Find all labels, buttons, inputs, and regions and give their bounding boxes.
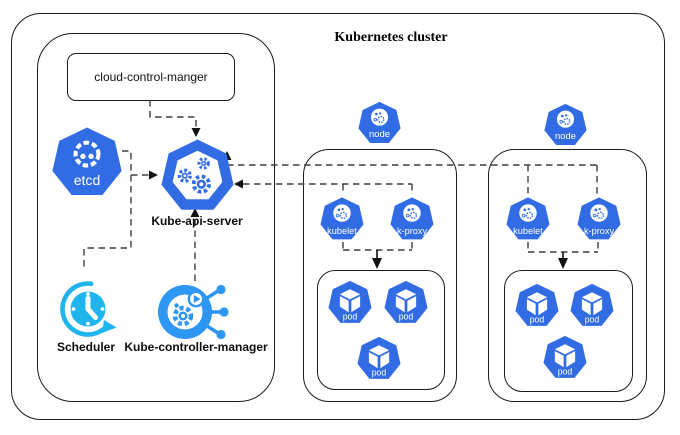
pod-icon: pod bbox=[570, 283, 614, 326]
node-icon: node bbox=[544, 103, 587, 145]
controller-manager-icon bbox=[158, 284, 229, 340]
pod-label: pod bbox=[372, 368, 387, 378]
cluster-boundary-box bbox=[11, 13, 665, 420]
kproxy-label: k-proxy bbox=[584, 226, 615, 236]
node-label: node bbox=[369, 129, 390, 140]
api-server-icon bbox=[161, 139, 234, 210]
pod-icon: pod bbox=[515, 283, 559, 326]
pod-label: pod bbox=[558, 367, 573, 377]
kproxy-icon: k-proxy bbox=[577, 197, 621, 240]
kproxy-icon: k-proxy bbox=[390, 197, 434, 240]
kproxy-label: k-proxy bbox=[397, 226, 428, 236]
pod-label: pod bbox=[585, 315, 600, 325]
kubelet-label: kubelet bbox=[327, 226, 357, 236]
scheduler-icon bbox=[60, 281, 117, 337]
scheduler-label: Scheduler bbox=[56, 340, 116, 354]
cloud-controller-label: cloud-control-manger bbox=[94, 70, 208, 84]
control-plane-box bbox=[37, 33, 275, 402]
kubelet-icon: kubelet bbox=[320, 197, 364, 240]
pod-label: pod bbox=[530, 315, 545, 325]
controller-manager-label: Kube-controller-manager bbox=[124, 340, 268, 354]
kubelet-icon: kubelet bbox=[506, 197, 550, 240]
etcd-icon: etcd bbox=[52, 127, 122, 195]
node-label: node bbox=[555, 131, 576, 142]
pod-icon: pod bbox=[543, 335, 587, 378]
kubelet-label: kubelet bbox=[513, 226, 543, 236]
node-1-pods-box bbox=[317, 270, 445, 390]
pod-label: pod bbox=[343, 312, 358, 322]
etcd-label: etcd bbox=[74, 172, 101, 188]
pod-icon: pod bbox=[357, 336, 401, 379]
pod-label: pod bbox=[399, 312, 414, 322]
pod-icon: pod bbox=[384, 280, 428, 323]
node-1-box bbox=[303, 149, 457, 402]
cloud-controller-box: cloud-control-manger bbox=[67, 53, 235, 101]
api-server-label: Kube-api-server bbox=[151, 214, 243, 228]
node-2-pods-box bbox=[504, 270, 633, 392]
pod-icon: pod bbox=[328, 280, 372, 323]
node-2-box bbox=[488, 149, 647, 402]
node-icon: node bbox=[358, 101, 401, 143]
cluster-title: Kubernetes cluster bbox=[334, 30, 448, 45]
